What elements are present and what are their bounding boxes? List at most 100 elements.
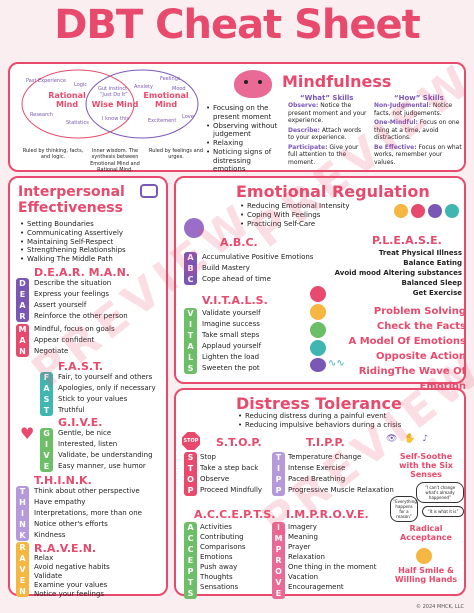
improve-title: I.M.P.R.O.V.E. bbox=[286, 508, 369, 521]
please-title: P.L.E.A.S.E. bbox=[372, 234, 442, 247]
what-skills-list: Observe: Notice the present moment and y… bbox=[288, 102, 367, 166]
brain-icon bbox=[234, 70, 272, 98]
wave-icon: ∿∿ bbox=[328, 358, 345, 369]
half-smile-label: Half Smile & Willing Hands bbox=[394, 566, 458, 585]
rational-word: Past Experience bbox=[26, 78, 66, 84]
emotional-word: Feelings bbox=[160, 76, 181, 82]
copyright-footer: © 2024 MHCK, LLC bbox=[416, 604, 464, 610]
rational-caption: Ruled by thinking, facts, and logic. bbox=[22, 148, 84, 161]
list-item: Relaxing bbox=[206, 139, 284, 148]
wise-caption: Inner wisdom. The synthesis between Emot… bbox=[90, 148, 140, 173]
radical-acceptance-label: Radical Acceptance bbox=[400, 524, 452, 543]
interpersonal-card: Interpersonal Effectiveness Setting Boun… bbox=[8, 176, 168, 598]
stop-sign-icon: STOP bbox=[182, 432, 200, 450]
smile-face-icon bbox=[416, 548, 432, 564]
distress-bullets: Reducing distress during a painful event… bbox=[238, 412, 401, 430]
rational-mind-circle bbox=[21, 69, 135, 139]
speech-bubble: “I can't change what's already happened” bbox=[416, 482, 464, 503]
emotional-word: Love bbox=[182, 114, 194, 120]
list-item: RidingThe Wave Of Emotion bbox=[358, 366, 466, 392]
list-item: Strengthening Relationships bbox=[20, 246, 162, 255]
emotion-bullets: Reducing Emotional Intensity Coping With… bbox=[240, 202, 350, 228]
emotional-word: Excitement bbox=[148, 118, 177, 124]
stacked-emotions-icon bbox=[308, 286, 328, 372]
list-item: Maintaining Self-Respect bbox=[20, 238, 162, 247]
rational-word: Logic bbox=[74, 82, 88, 88]
list-item: Reducing impulsive behaviors during a cr… bbox=[238, 421, 401, 430]
emotional-word: Anxiety bbox=[134, 84, 153, 90]
self-soothe-label: Self-Soothe with the Six Senses bbox=[399, 452, 453, 480]
chat-bubble-icon bbox=[140, 184, 158, 198]
vitals-title: V.I.T.A.L.S. bbox=[202, 294, 268, 307]
wise-word: “Just Do It” bbox=[100, 92, 128, 98]
list-item: Communicating Assertively bbox=[20, 229, 162, 238]
list-item: Setting Boundaries bbox=[20, 220, 162, 229]
dearman-title: D.E.A.R. M.A.N. bbox=[34, 266, 130, 279]
emotional-regulation-card: Emotional Regulation Reducing Emotional … bbox=[174, 176, 466, 392]
list-item: Coping With Feelings bbox=[240, 211, 350, 220]
speech-bubble: “It is what it is” bbox=[422, 506, 464, 517]
rational-word: Statistics bbox=[66, 120, 89, 126]
how-skills-title: “How” Skills bbox=[394, 94, 444, 102]
abc-title: A.B.C. bbox=[220, 236, 258, 249]
list-item: Focusing on the present moment bbox=[206, 104, 284, 122]
distress-tolerance-card: Distress Tolerance Reducing distress dur… bbox=[174, 388, 466, 599]
emotional-mind-circle bbox=[85, 69, 199, 139]
page-title: DBT Cheat Sheet bbox=[54, 2, 421, 48]
interpersonal-bullets: Setting Boundaries Communicating Asserti… bbox=[20, 220, 162, 264]
tipp-title: T.I.P.P. bbox=[306, 436, 345, 449]
mindfulness-card: Rational Mind Wise Mind Emotional Mind P… bbox=[8, 62, 466, 174]
rational-word: Research bbox=[30, 112, 53, 118]
think-title: T.H.I.N.K. bbox=[34, 474, 92, 487]
distress-tolerance-title: Distress Tolerance bbox=[236, 394, 402, 413]
list-item: Noticing signs of distressing emotions bbox=[206, 148, 284, 174]
mindfulness-title: Mindfulness bbox=[282, 72, 392, 91]
what-skills-title: “What” Skills bbox=[300, 94, 354, 102]
brain-character-icon bbox=[184, 218, 204, 238]
list-item: Observing without judgement bbox=[206, 122, 284, 140]
list-item: Walking The Middle Path bbox=[20, 255, 162, 264]
fast-title: F.A.S.T. bbox=[58, 360, 104, 373]
wise-word: Gut Instinct bbox=[98, 86, 128, 92]
list-item: Opposite Action bbox=[376, 351, 466, 362]
stop-title: S.T.O.P. bbox=[216, 436, 262, 449]
interpersonal-title: Interpersonal Effectiveness bbox=[18, 184, 125, 217]
wise-word: I know this bbox=[102, 116, 129, 122]
list-item: Problem Solving bbox=[373, 306, 466, 317]
list-item: Reducing distress during a painful event bbox=[238, 412, 401, 421]
emotional-regulation-title: Emotional Regulation bbox=[236, 182, 430, 201]
rational-mind-label: Rational Mind bbox=[48, 91, 86, 109]
emotional-mind-label: Emotional Mind bbox=[143, 91, 189, 109]
senses-icons: 👁 ✋ ♪ bbox=[386, 434, 431, 444]
wise-mind-label: Wise Mind bbox=[91, 100, 139, 109]
emotion-skills-list: Problem Solving Check the Facts A Model … bbox=[316, 304, 467, 394]
raven-title: R.A.V.E.N. bbox=[34, 542, 97, 555]
list-item: Reducing Emotional Intensity bbox=[240, 202, 350, 211]
speech-bubble: “Everything happens for a reason” bbox=[390, 496, 418, 522]
emotional-caption: Ruled by feelings and urges. bbox=[148, 148, 203, 161]
heart-hands-icon: ♥ bbox=[20, 424, 35, 443]
emotion-faces-icon bbox=[394, 204, 460, 234]
